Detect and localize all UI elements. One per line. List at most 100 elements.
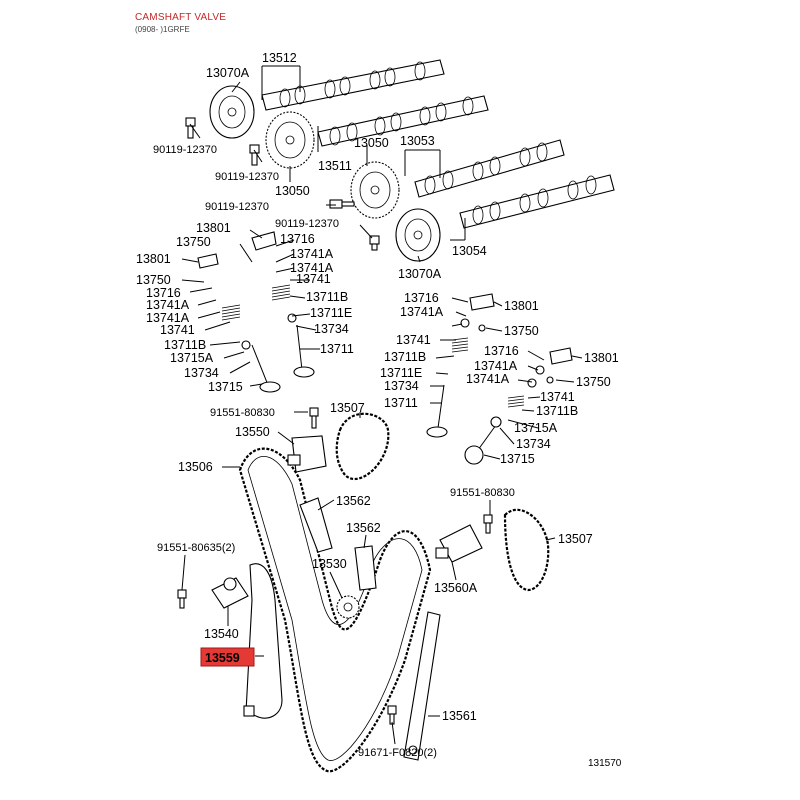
part-number-label[interactable]: 13561 — [442, 709, 477, 723]
part-number-label[interactable]: 13734 — [184, 366, 219, 380]
part-number-label[interactable]: 13711B — [384, 350, 426, 364]
part-number-label[interactable]: 13050 — [275, 184, 310, 198]
part-number-label[interactable]: 13741 — [540, 390, 575, 404]
bolt-icon — [249, 144, 260, 166]
part-number-label[interactable]: 91551-80830 — [210, 407, 275, 419]
part-number-label[interactable]: 13741A — [146, 311, 190, 325]
valve-right-2 — [464, 424, 497, 465]
part-number-label[interactable]: 91551-80635(2) — [157, 542, 235, 554]
camshaft-3 — [414, 139, 565, 198]
part-number-label[interactable]: 13054 — [452, 244, 487, 258]
cam-sprocket-upper — [265, 111, 315, 169]
part-number-label[interactable]: 13711E — [310, 306, 352, 320]
valve-left-2 — [251, 344, 281, 393]
part-number-label[interactable]: 13053 — [400, 134, 435, 148]
part-number-label[interactable]: 91671-F0820(2) — [358, 747, 437, 759]
part-number-label[interactable]: 13750 — [176, 235, 211, 249]
diagram-subtitle: (0908- )1GRFE — [135, 25, 190, 34]
part-number-label[interactable]: 13741A — [290, 261, 334, 275]
part-number-label[interactable]: 13734 — [384, 379, 419, 393]
part-number-label[interactable]: 13750 — [504, 324, 539, 338]
part-number-label[interactable]: 13715 — [500, 452, 535, 466]
highlighted-part-label[interactable]: 13559 — [205, 651, 240, 665]
part-number-label[interactable]: 13715A — [170, 351, 214, 365]
part-number-label[interactable]: 13711 — [320, 342, 354, 356]
chain-damper-13562-lower — [354, 545, 377, 591]
part-number-label[interactable]: 13070A — [206, 66, 250, 80]
part-number-label[interactable]: 13750 — [576, 375, 611, 389]
part-number-label[interactable]: 13801 — [136, 252, 171, 266]
part-number-label[interactable]: 13734 — [516, 437, 551, 451]
part-number-label[interactable]: 90119-12370 — [215, 171, 279, 183]
part-number-label[interactable]: 13711 — [384, 396, 418, 410]
rocker-arm-left-1 — [251, 231, 277, 251]
part-number-label[interactable]: 90119-12370 — [205, 201, 269, 213]
camshaft-2 — [317, 95, 489, 147]
part-number-label[interactable]: 13540 — [204, 627, 239, 641]
timing-chain-upper-right — [335, 412, 390, 481]
part-number-label[interactable]: 90119-12370 — [275, 218, 339, 230]
valve-spring-left-2 — [221, 304, 241, 321]
part-number-label[interactable]: 13750 — [136, 273, 171, 287]
part-number-label[interactable]: 13711E — [380, 366, 422, 380]
part-number-label[interactable]: 13715A — [514, 421, 558, 435]
part-number-label[interactable]: 13070A — [398, 267, 442, 281]
bolt-icon — [387, 705, 397, 725]
diagram-code: 131570 — [588, 758, 622, 769]
valve-keeper — [241, 313, 297, 350]
bolt-icon — [369, 235, 380, 251]
bolt-icon — [329, 199, 355, 209]
rocker-arm-right-1 — [469, 293, 495, 311]
bolt-icon — [185, 117, 196, 139]
chain-slipper-13559 — [243, 563, 283, 719]
timing-chain-side — [503, 508, 550, 592]
part-number-label[interactable]: 13741 — [396, 333, 431, 347]
part-number-label[interactable]: 13741 — [160, 323, 195, 337]
valve-keeper-right — [460, 318, 554, 428]
part-number-label[interactable]: 13550 — [235, 425, 270, 439]
part-number-label[interactable]: 13711B — [306, 290, 348, 304]
part-number-label[interactable]: 13511 — [318, 159, 352, 173]
part-number-label[interactable]: 13506 — [178, 460, 213, 474]
bolt-icon — [483, 514, 493, 534]
part-number-label[interactable]: 13741A — [466, 372, 510, 386]
chain-guide-13561 — [403, 611, 441, 761]
part-number-label[interactable]: 13801 — [584, 351, 619, 365]
part-number-label[interactable]: 13715 — [208, 380, 243, 394]
part-number-label[interactable]: 13711B — [164, 338, 206, 352]
part-number-label[interactable]: 13050 — [354, 136, 389, 150]
part-number-label[interactable]: 13716 — [146, 286, 181, 300]
valve-left-1 — [293, 324, 315, 378]
part-number-label[interactable]: 13801 — [196, 221, 231, 235]
part-number-label[interactable]: 13801 — [504, 299, 539, 313]
part-number-label[interactable]: 13562 — [336, 494, 371, 508]
part-number-label[interactable]: 13741 — [296, 272, 331, 286]
part-number-label[interactable]: 13741A — [290, 247, 334, 261]
part-number-label[interactable]: 13741A — [146, 298, 190, 312]
part-number-label[interactable]: 13560A — [434, 581, 478, 595]
rocker-arm-left-2 — [197, 253, 219, 269]
leader-lines — [181, 65, 583, 745]
part-number-label[interactable]: 91551-80830 — [450, 487, 515, 499]
valve-right-1 — [426, 384, 448, 438]
part-number-label[interactable]: 13512 — [262, 51, 297, 65]
part-number-label[interactable]: 13530 — [312, 557, 347, 571]
idler-sprocket-13530 — [336, 595, 360, 619]
part-number-label[interactable]: 13741A — [474, 359, 518, 373]
tensioner-13560A — [435, 524, 483, 563]
camshaft-1 — [261, 59, 445, 111]
part-number-label[interactable]: 13507 — [558, 532, 593, 546]
part-number-label[interactable]: 13741A — [400, 305, 444, 319]
part-number-label[interactable]: 13711B — [536, 404, 578, 418]
tensioner-13550 — [287, 435, 327, 473]
part-number-label[interactable]: 13716 — [280, 232, 315, 246]
part-number-label[interactable]: 13716 — [484, 344, 519, 358]
diagram-title: CAMSHAFT VALVE — [135, 12, 227, 23]
part-number-label[interactable]: 13734 — [314, 322, 349, 336]
part-number-label[interactable]: 90119-12370 — [153, 144, 217, 156]
part-number-label[interactable]: 13562 — [346, 521, 381, 535]
part-number-label[interactable]: 13507 — [330, 401, 365, 415]
part-number-label[interactable]: 13716 — [404, 291, 439, 305]
camshaft-4 — [459, 174, 615, 229]
